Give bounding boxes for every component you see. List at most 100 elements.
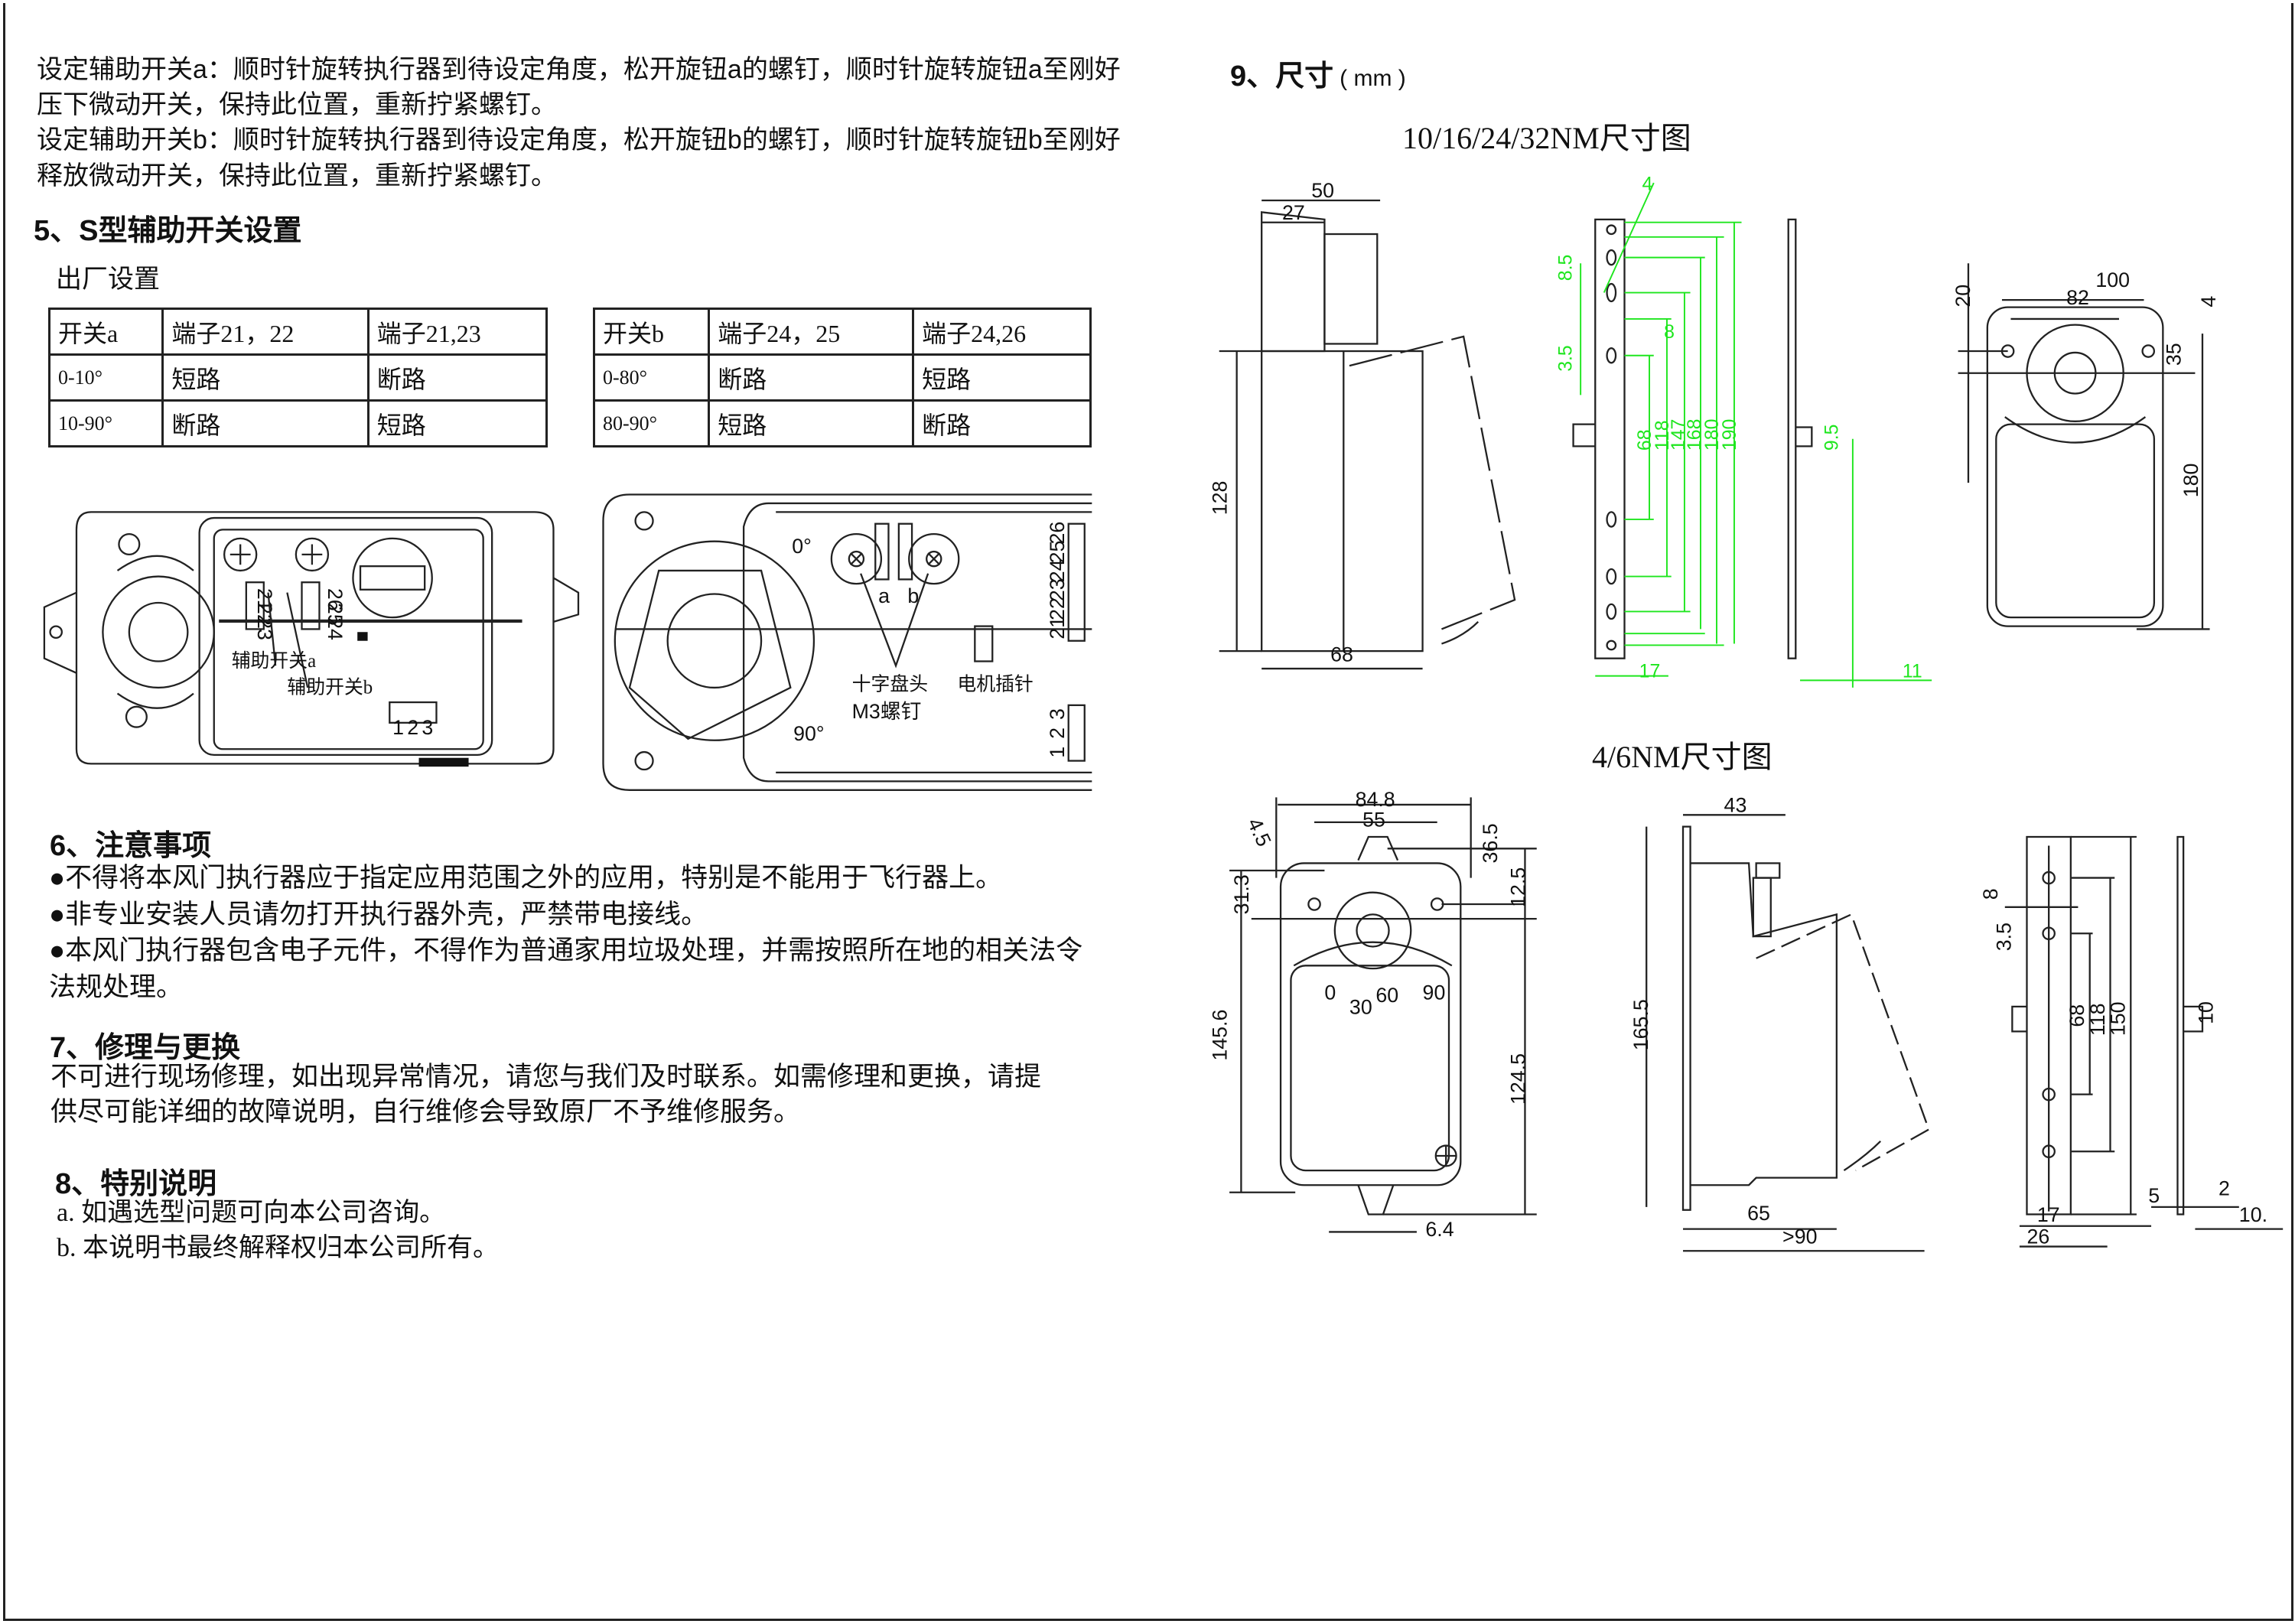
section-9-title: 9、尺寸( mm )	[1230, 52, 1406, 94]
dim-label: 124.5	[1506, 1053, 1529, 1105]
dim-label: 4	[2197, 296, 2220, 308]
dim-label: 68	[1330, 643, 1353, 666]
screw-a-icon	[848, 550, 865, 568]
dim-label: 168	[1684, 419, 1705, 451]
dim-label: 20	[1952, 285, 1974, 308]
dim-label: 8	[1979, 888, 2002, 900]
dim-label: 50	[1311, 179, 1334, 202]
dim-label: 165.5	[1629, 999, 1652, 1050]
dim-label: 4.5	[1243, 815, 1276, 850]
table-row: 0-80° 断路 短路	[592, 353, 1092, 402]
dim-label: 36.5	[1479, 823, 1502, 863]
factory-setting-label: 出厂设置	[56, 265, 160, 294]
table-header-row: 开关b 端子24，25 端子24,26	[592, 308, 1092, 356]
dim-label: 43	[1724, 794, 1747, 817]
table-cell: 短路	[366, 399, 549, 447]
motor-pin-icon	[974, 625, 994, 662]
terminal-number: 3	[1046, 708, 1069, 720]
terminal-number: 26	[1046, 522, 1069, 545]
dim-label: 84.8	[1356, 788, 1395, 811]
repair-line: 不可进行现场修理，如出现异常情况，请您与我们及时联系。如需修理和更换，请提	[50, 1062, 1042, 1092]
intro-line: 设定辅助开关b：顺时针旋转执行器到待设定角度，松开旋钮b的螺钉，顺时针旋转旋钮b…	[37, 125, 1121, 155]
table-row: 80-90° 短路 断路	[592, 399, 1092, 447]
cover-diagram: 0° 90° a b 十字盘头 M3螺钉 电机插针 26 25 24 23 22	[602, 493, 1092, 791]
dim-label: 180	[1701, 419, 1723, 451]
switch-a-table: 开关a 端子21，22 端子21,23 0-10° 短路 断路 10-90° 断…	[47, 308, 549, 447]
small-bracket-view: 8 3.5 68 118 150 10 5 2 17 26 10.	[1979, 835, 2284, 1248]
table-cell: 短路	[161, 353, 369, 402]
dim-label: 10	[2194, 1001, 2217, 1024]
table-row: 0-10° 短路 断路	[47, 353, 549, 402]
large-bracket-view: 4 8.5 3.5 8 68 118 147 168 180 190 9.5 1…	[1555, 174, 1932, 688]
table-row: 10-90° 断路 短路	[47, 399, 549, 447]
dim-label: 2	[2218, 1177, 2230, 1200]
scale-mark: 0	[1324, 981, 1336, 1004]
terminal-number: 21	[253, 588, 276, 611]
table-cell: 0-80°	[592, 353, 711, 402]
screw-type-label: 十字盘头	[852, 674, 928, 695]
table-cell: 断路	[366, 353, 549, 402]
table-cell: 端子21，22	[161, 308, 369, 356]
terminal-number: 26	[324, 588, 347, 611]
small-model-title: 4/6NM尺寸图	[1592, 740, 1773, 774]
intro-line: 设定辅助开关a：顺时针旋转执行器到待设定角度，松开旋钮a的螺钉，顺时针旋转旋钮a…	[37, 55, 1121, 84]
dim-label: 6.4	[1425, 1218, 1454, 1241]
knob-a-icon	[223, 537, 258, 572]
table-cell: 80-90°	[592, 399, 711, 447]
knob-b-icon	[295, 537, 330, 572]
intro-line: 释放微动开关，保持此位置，重新拧紧螺钉。	[37, 161, 557, 190]
table-cell: 0-10°	[47, 353, 164, 402]
aux-switch-b-label: 辅助开关b	[287, 677, 373, 698]
screw-size-label: M3螺钉	[852, 700, 922, 723]
dim-label: 4	[1642, 174, 1652, 195]
dim-label: 31.3	[1230, 874, 1253, 914]
dim-label: 118	[2086, 1003, 2109, 1036]
table-cell: 10-90°	[47, 399, 164, 447]
dim-label: 190	[1719, 419, 1740, 451]
dim-label: >90	[1782, 1225, 1817, 1248]
table-cell: 端子24,26	[912, 308, 1092, 356]
table-cell: 开关a	[47, 308, 164, 356]
unit-label: ( mm )	[1340, 66, 1406, 91]
large-model-title: 10/16/24/32NM尺寸图	[1402, 121, 1691, 155]
dim-label: 9.5	[1821, 425, 1843, 451]
table-cell: 断路	[708, 353, 915, 402]
dim-label: 82	[2066, 286, 2089, 309]
section-8-title: 8、特别说明	[55, 1168, 217, 1200]
dim-label: 35	[2162, 343, 2185, 366]
dim-label: 17	[1639, 661, 1661, 682]
dim-label: 3.5	[1555, 345, 1577, 372]
section-9-title-text: 9、尺寸	[1230, 60, 1334, 93]
terminal-number: 1	[392, 716, 404, 739]
dim-label: 12.5	[1506, 867, 1529, 907]
motor-pin-label: 电机插针	[957, 674, 1033, 695]
aux-switch-a-label: 辅助开关a	[232, 650, 316, 672]
table-header-row: 开关a 端子21，22 端子21,23	[47, 308, 549, 356]
special-note-line: a. 如遇选型问题可向本公司咨询。	[57, 1199, 446, 1227]
terminal-number: 24	[1046, 559, 1069, 582]
section-5-title: 5、S型辅助开关设置	[34, 215, 302, 247]
dim-label: 11	[1903, 661, 1922, 682]
scale-mark: 30	[1349, 995, 1372, 1018]
page-border	[3, 3, 2293, 1621]
dim-label: 118	[1652, 420, 1673, 451]
wiring-diagram: 21 22 23 26 25 24 辅助开关a 辅助开关b 1 2 3	[43, 511, 580, 767]
notice-line: 法规处理。	[49, 972, 184, 1002]
section-6-title: 6、注意事项	[50, 830, 212, 862]
terminal-number: 2	[407, 716, 418, 739]
dim-label: 145.6	[1208, 1010, 1231, 1061]
small-front-view: 0 30 60 90 84.8 55 4.5 31.3 36.5 12.5 14…	[1208, 788, 1537, 1241]
terminal-number: 1	[1046, 747, 1069, 758]
dim-label: 27	[1282, 201, 1305, 224]
notice-line: ●本风门执行器包含电子元件，不得作为普通家用垃圾处理，并需按照所在地的相关法令	[49, 936, 1083, 965]
notice-line: ●不得将本风门执行器应于指定应用范围之外的应用，特别是不能用于飞行器上。	[49, 863, 1003, 893]
notice-line: ●非专业安装人员请勿打开执行器外壳，严禁带电接线。	[49, 900, 708, 929]
table-cell: 端子24，25	[708, 308, 915, 356]
dim-label: 26	[2026, 1225, 2049, 1248]
manual-knob-icon	[352, 537, 433, 619]
dim-label: 8	[1664, 321, 1675, 343]
dim-label: 17	[2037, 1203, 2060, 1226]
section-7-title: 7、修理与更换	[50, 1032, 241, 1064]
